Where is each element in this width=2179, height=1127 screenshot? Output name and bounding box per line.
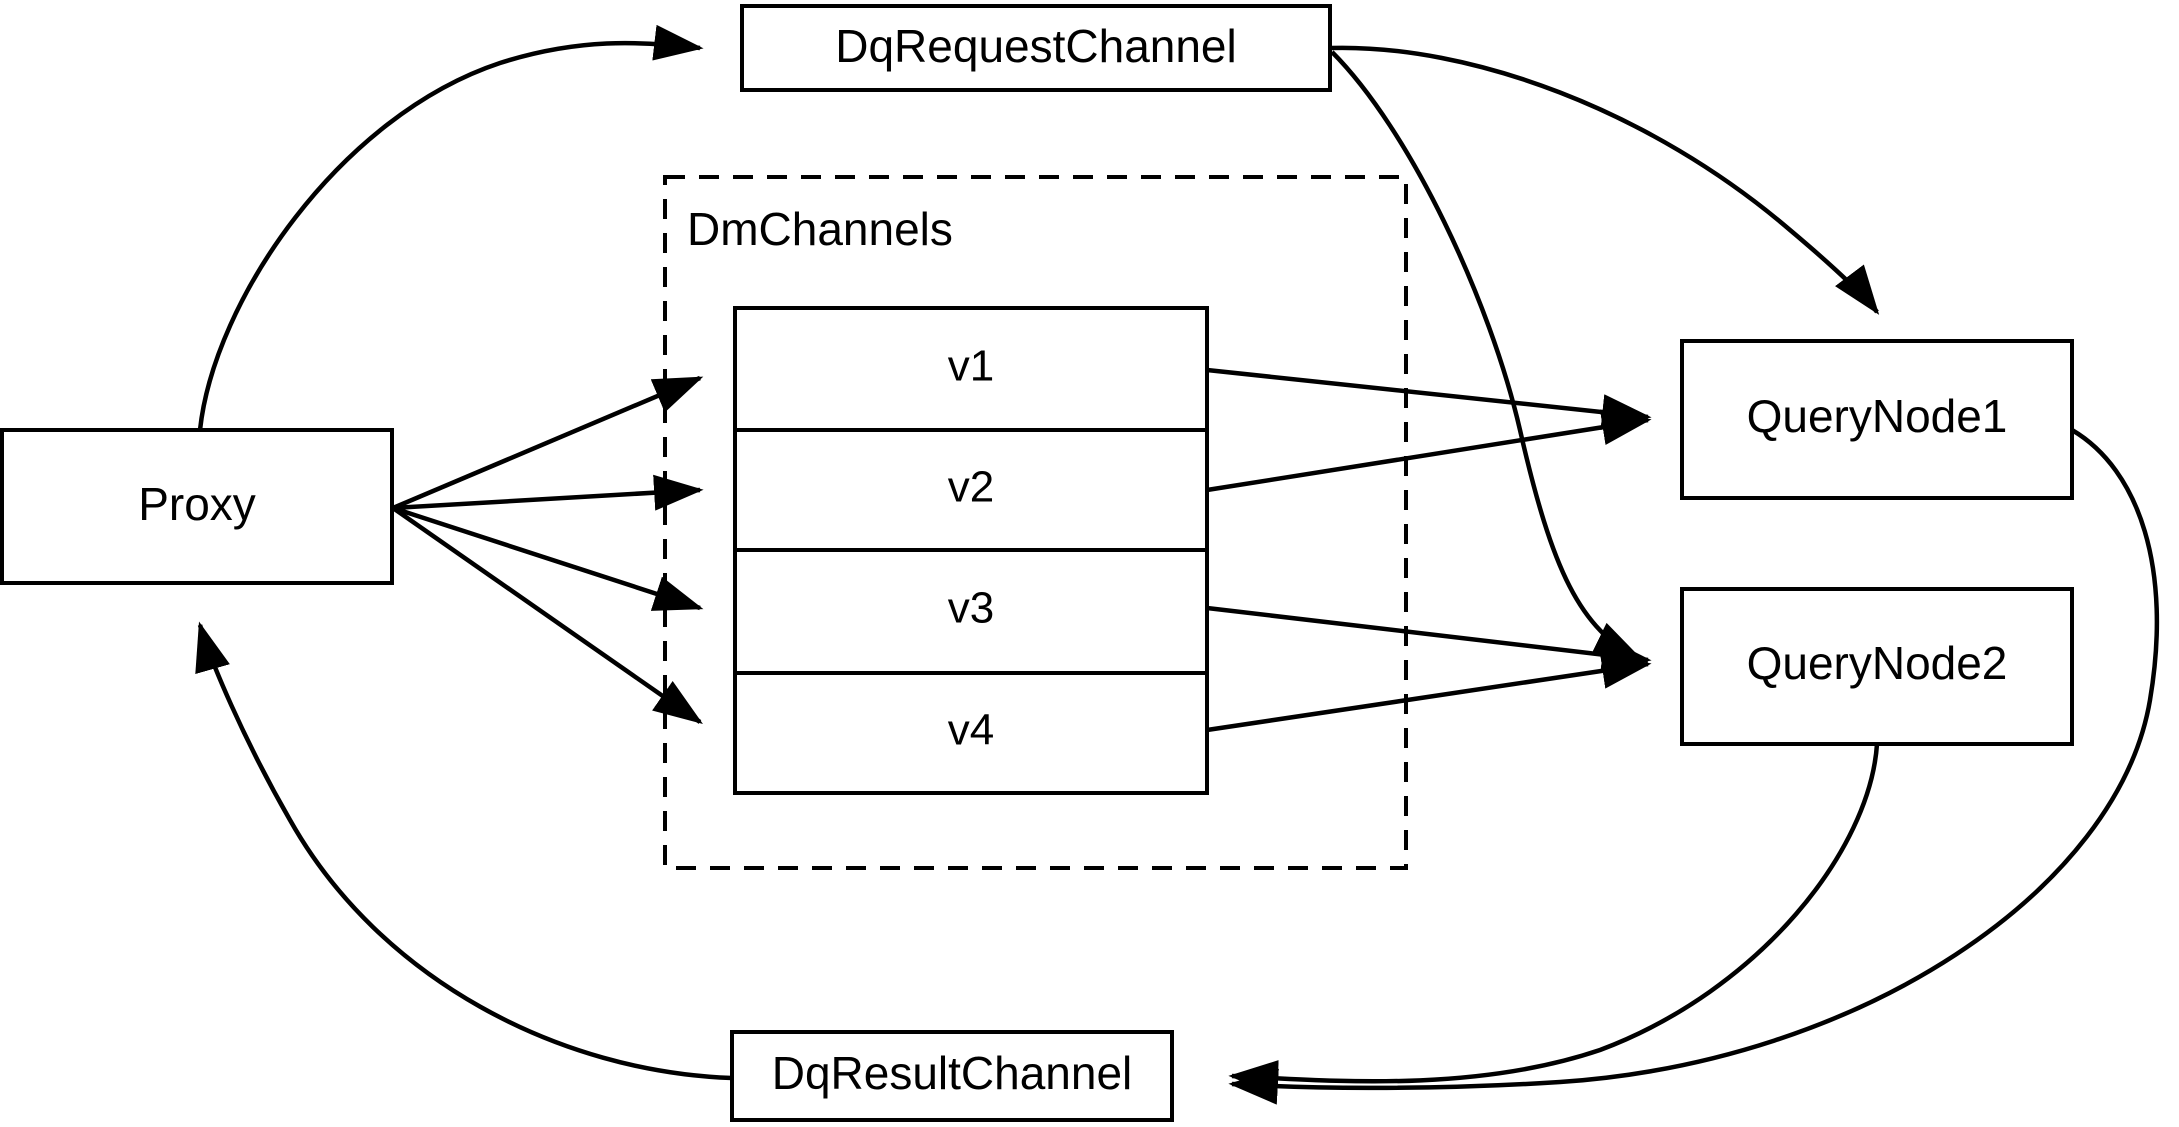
edge-proxy-to-v4 — [391, 506, 703, 725]
dm-channels-group-label: DmChannels — [687, 203, 953, 255]
edge-proxy-to-v2 — [392, 474, 704, 511]
node-query-node-2[interactable] — [1680, 587, 2074, 746]
node-query-node-1[interactable] — [1680, 339, 2074, 500]
edge-proxy-to-v1 — [392, 375, 704, 511]
node-query-node-2-label: QueryNode2 — [1747, 637, 2008, 689]
edge-v1-to-query-node-1 — [1206, 367, 1652, 431]
node-dq-result-channel[interactable] — [730, 1030, 1174, 1122]
edge-dq-request-channel-to-query-node-1 — [1329, 45, 1880, 315]
node-dq-request-channel-label: DqRequestChannel — [835, 20, 1237, 72]
edge-proxy-to-v3 — [392, 505, 704, 611]
node-dq-result-channel-label: DqResultChannel — [772, 1047, 1133, 1099]
edge-query-node-1-to-dq-result-channel — [1228, 428, 2160, 1105]
edge-dq-request-channel-to-query-node-2 — [1330, 50, 1644, 662]
node-proxy[interactable] — [0, 428, 394, 585]
node-dq-request-channel[interactable] — [740, 4, 1332, 92]
edge-dq-result-channel-to-proxy — [195, 621, 733, 1081]
dm-channel-row-v1-label: v1 — [948, 342, 994, 391]
node-proxy-label: Proxy — [138, 478, 256, 530]
edge-v4-to-query-node-2 — [1206, 652, 1652, 733]
dm-channels-group — [663, 175, 1408, 870]
node-query-node-1-label: QueryNode1 — [1747, 390, 2008, 442]
edge-v3-to-query-node-2 — [1206, 605, 1652, 673]
dm-channel-row-v4-label: v4 — [948, 706, 994, 755]
edge-query-node-2-to-dq-result-channel — [1228, 743, 1880, 1097]
dm-channel-row-v3-label: v3 — [948, 584, 994, 633]
edge-proxy-to-dq-request-channel — [197, 24, 704, 431]
edge-v2-to-query-node-1 — [1206, 409, 1652, 493]
dm-channel-row-v2-label: v2 — [948, 463, 994, 512]
